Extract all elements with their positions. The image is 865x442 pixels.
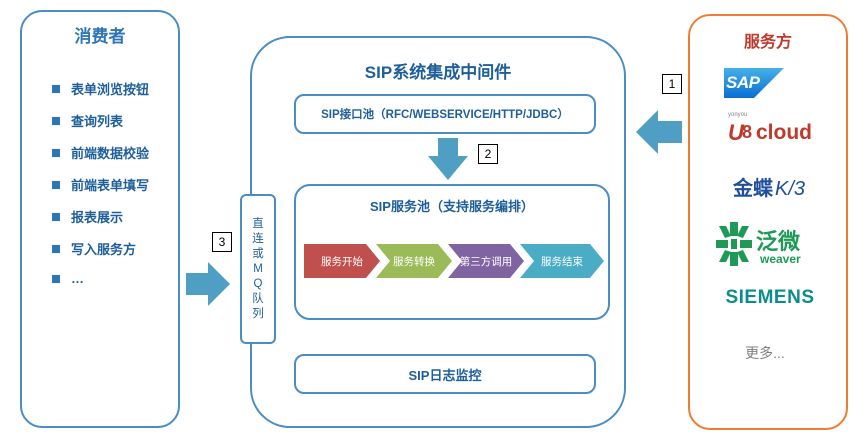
u8-cloud-text: cloud [756, 121, 812, 144]
consumer-item: 报表展示 [52, 207, 123, 226]
mq-queue-box: 直连或MQ队列 [240, 194, 276, 344]
sap-logo-text: SAP [726, 73, 760, 92]
siemens-logo: SIEMENS [725, 287, 815, 308]
flow-step-label: 第三方调用 [459, 255, 513, 268]
consumer-item-label: 报表展示 [71, 210, 124, 225]
consumer-item-label: 前端数据校验 [71, 146, 150, 161]
consumer-item: 前端数据校验 [52, 143, 149, 162]
consumer-panel [20, 10, 180, 428]
flow-step-label: 服务结束 [541, 255, 583, 268]
right-arrow-icon [186, 262, 230, 306]
down-arrow-icon [428, 138, 468, 180]
flow-step-start: 服务开始 [304, 244, 380, 278]
bullet-icon [52, 148, 60, 157]
consumer-item-label: 查询列表 [71, 114, 124, 129]
u8-cloud-logo: yonyou U 8 cloud [728, 112, 838, 148]
consumer-item: 表单浏览按钮 [52, 79, 149, 98]
bullet-icon [52, 180, 60, 189]
log-monitor-box: SIP日志监控 [294, 354, 596, 394]
service-pool-title: SIP服务池（支持服务编排） [370, 199, 534, 214]
kingdee-en-text: K/3 [774, 178, 806, 200]
flow-step-label: 服务开始 [321, 255, 363, 268]
consumer-item-label: 表单浏览按钮 [71, 82, 150, 97]
consumer-item-label: 前端表单填写 [71, 178, 150, 193]
sap-logo-shape [724, 68, 784, 98]
interface-pool-box: SIP接口池（RFC/WEBSERVICE/HTTP/JDBC） [294, 94, 596, 134]
kingdee-zh-text: 金蝶 [732, 178, 773, 200]
bullet-icon [52, 116, 60, 125]
u8-8-text: 8 [742, 122, 753, 142]
consumer-item-label: … [71, 271, 84, 286]
consumer-item-label: 写入服务方 [71, 242, 137, 257]
weaver-emblem-icon [716, 222, 752, 266]
weaver-logo: 泛微 weaver [716, 220, 826, 270]
flow-step-label: 服务转换 [393, 255, 435, 268]
yonyou-text: yonyou [728, 112, 748, 118]
consumer-item: 前端表单填写 [52, 175, 149, 194]
weaver-zh-text: 泛微 [756, 229, 801, 254]
u8-u-text: U [728, 120, 744, 145]
left-arrow-icon [636, 110, 682, 154]
step-number-tag: 2 [478, 144, 498, 164]
more-providers-text: 更多... [745, 345, 785, 361]
provider-title: 服务方 [743, 34, 792, 51]
bullet-icon [52, 244, 60, 253]
bullet-icon [52, 84, 60, 93]
mq-label: 直连或MQ队列 [252, 217, 264, 320]
consumer-item: … [52, 271, 84, 286]
step-number-tag: 3 [212, 232, 232, 252]
consumer-item: 查询列表 [52, 111, 123, 130]
consumer-title: 消费者 [74, 27, 126, 46]
consumer-item: 写入服务方 [52, 239, 136, 258]
step-number-tag: 1 [662, 74, 682, 94]
bullet-icon [52, 274, 60, 283]
bullet-icon [52, 212, 60, 221]
weaver-en-text: weaver [760, 252, 801, 266]
sap-logo: SAP [724, 68, 784, 98]
middleware-title: SIP系统集成中间件 [364, 63, 512, 82]
flow-step-end: 服务结束 [520, 244, 604, 278]
